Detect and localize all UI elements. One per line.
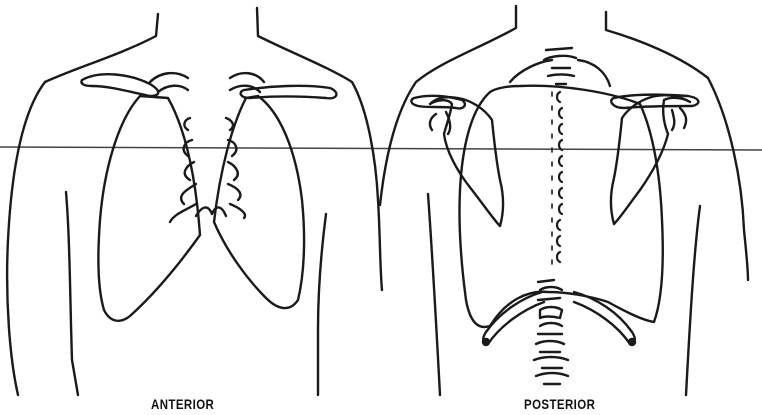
posterior-lumbar-vertebrae [534, 280, 568, 384]
posterior-top-rib-left [510, 60, 552, 82]
anterior-first-rib-right [230, 73, 264, 82]
anterior-cartilage-right-4 [228, 184, 240, 200]
posterior-view [380, 6, 748, 395]
anterior-view [7, 8, 382, 395]
anterior-torso-outline [7, 14, 158, 395]
posterior-torso-outline-right [606, 12, 748, 280]
anterior-cartilage-left-5 [170, 204, 196, 222]
anterior-right-lung [214, 96, 304, 308]
posterior-right-acromion [672, 108, 686, 130]
anterior-cartilage-right-3 [228, 162, 238, 180]
posterior-top-rib-right [578, 60, 610, 86]
anterior-left-arm-inner [66, 192, 78, 395]
posterior-spine [552, 92, 562, 268]
posterior-rib-tip-left [483, 339, 489, 345]
posterior-left-scapula [430, 97, 503, 226]
anterior-cartilage-right-5 [230, 204, 245, 218]
posterior-right-arm-inner [686, 206, 700, 395]
anterior-first-rib-left [150, 73, 188, 82]
anterior-cartilage-left-1 [184, 118, 190, 130]
anterior-left-lung [98, 96, 200, 321]
posterior-rib-tip-right [629, 339, 635, 345]
posterior-torso-outline-left [380, 6, 516, 205]
anterior-label: ANTERIOR [151, 396, 214, 412]
anterior-right-arm-inner [318, 214, 326, 395]
posterior-right-scapula [611, 95, 690, 224]
anterior-xiphoid [196, 207, 226, 216]
anterior-cartilage-right-1 [226, 118, 233, 130]
anterior-first-rib-left-inner [158, 86, 188, 92]
posterior-cervical-vertebrae [544, 48, 576, 84]
posterior-label: POSTERIOR [524, 396, 595, 412]
anterior-left-clavicle [81, 74, 158, 96]
posterior-left-arm-inner [428, 194, 440, 395]
